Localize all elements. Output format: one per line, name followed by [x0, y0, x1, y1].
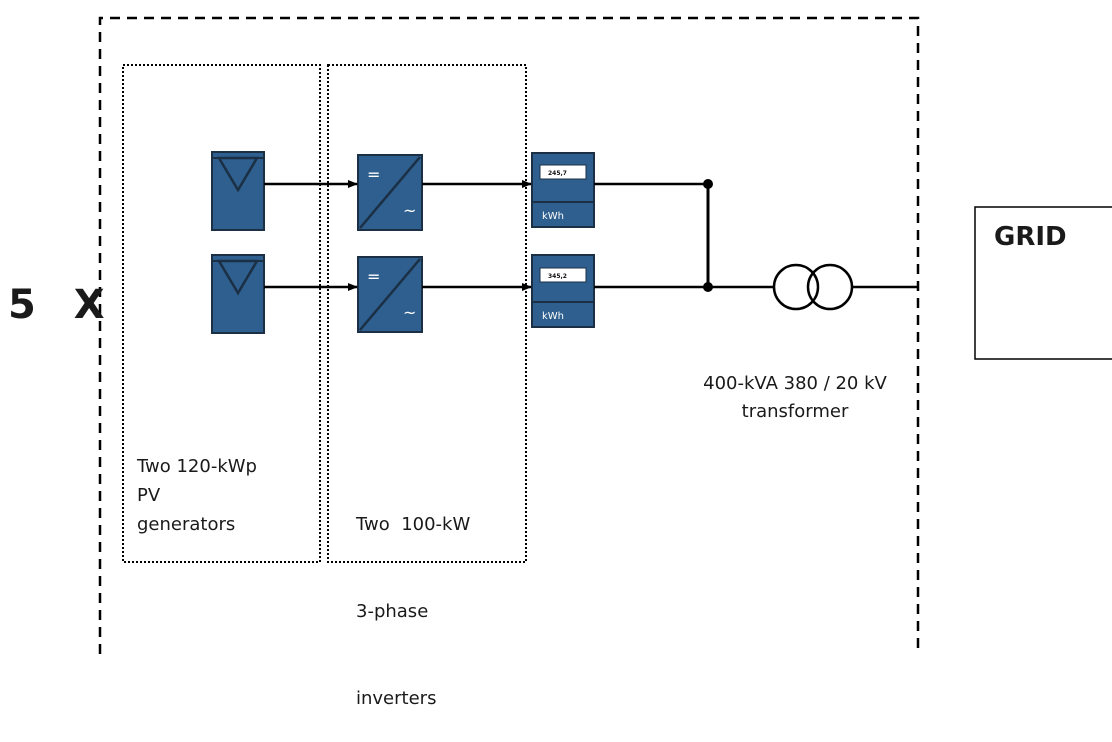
pv-label-line: generators: [137, 514, 236, 535]
pv-group-box: [122, 64, 321, 563]
transformer-label-line: transformer: [741, 401, 849, 422]
junction-dot: [703, 179, 713, 189]
pv-panel-icon: [211, 254, 265, 334]
meter-reading: 345,2: [548, 273, 567, 280]
transformer-icon: [772, 263, 854, 311]
transformer-label: 400-kVA 380 / 20 kV transformer: [660, 370, 930, 426]
dc-symbol: =: [367, 165, 380, 184]
energy-meter-icon: 345,2 kWh: [531, 254, 595, 328]
energy-meter-icon: 245,7 kWh: [531, 152, 595, 228]
pv-panel-icon: [211, 151, 265, 231]
meter-unit: kWh: [542, 311, 564, 322]
inverter-group-box: [327, 64, 527, 563]
pv-label-line: Two 120-kWp: [137, 456, 257, 477]
pv-label-line: PV: [137, 485, 161, 506]
grid-title: GRID: [994, 222, 1067, 252]
inverter-label-line: 3-phase: [356, 601, 429, 622]
ac-symbol: ~: [403, 303, 416, 322]
pv-generators-label: Two 120-kWp PV generators: [137, 452, 307, 539]
plant-multiplier-label: 5 X: [8, 282, 117, 328]
inverter-label-line: Two 100-kW: [356, 514, 471, 535]
inverter-icon: = ~: [357, 154, 423, 231]
inverter-label-line: inverters: [356, 688, 437, 709]
plant-boundary: [98, 16, 920, 654]
transformer-label-line: 400-kVA 380 / 20 kV: [703, 373, 887, 394]
inverters-label: Two 100-kW 3-phase inverters: [356, 452, 516, 742]
pv-plant-diagram: = ~ = ~ 245,7 kWh 345,2 kWh: [98, 16, 1112, 654]
ac-symbol: ~: [403, 201, 416, 220]
inverter-icon: = ~: [357, 256, 423, 333]
meter-unit: kWh: [542, 211, 564, 222]
grid-box: [974, 206, 1112, 360]
meter-reading: 245,7: [548, 170, 567, 177]
dc-symbol: =: [367, 267, 380, 286]
